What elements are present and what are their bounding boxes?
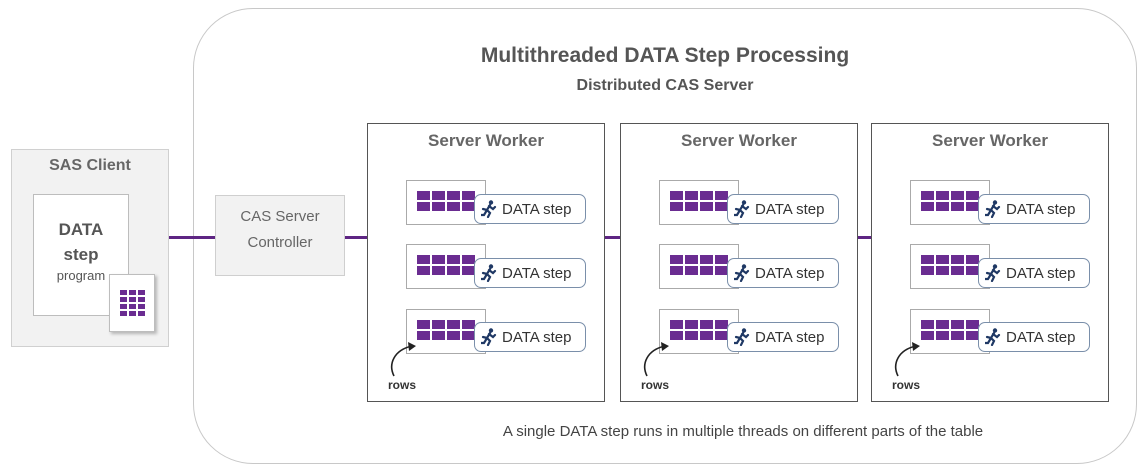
data-step-label: DATA step [755, 264, 825, 282]
table-partition [659, 180, 739, 225]
running-figure-icon [734, 328, 750, 346]
running-figure-icon [985, 328, 1001, 346]
controller-label-line1: CAS Server [240, 208, 320, 225]
table-partition [406, 309, 486, 354]
diagram-title: Multithreaded DATA Step Processing [480, 44, 850, 67]
sas-client-label: SAS Client [49, 157, 131, 174]
cas-controller-box [215, 195, 345, 276]
table-partition [659, 309, 739, 354]
running-figure-icon [985, 200, 1001, 218]
running-figure-icon [734, 200, 750, 218]
table-grid-icon [417, 320, 475, 340]
table-partition [910, 180, 990, 225]
table-partition [659, 244, 739, 289]
server-worker-box: Server Worker DATA step DATA step DATA s… [620, 123, 858, 402]
curved-arrow-icon [643, 342, 669, 377]
data-step-label: DATA step [1006, 328, 1076, 346]
table-grid-icon [417, 255, 475, 275]
worker-title: Server Worker [932, 131, 1048, 150]
table-grid-icon [417, 191, 475, 211]
table-grid-icon [670, 191, 728, 211]
data-step-label: DATA step [755, 328, 825, 346]
diagram-footer-caption: A single DATA step runs in multiple thre… [502, 423, 984, 440]
table-partition [910, 309, 990, 354]
data-step-thread: DATA step [474, 194, 586, 224]
rows-label: rows [388, 378, 417, 392]
table-grid-icon [921, 191, 979, 211]
rows-label: rows [641, 378, 670, 392]
data-step-label: DATA step [502, 328, 572, 346]
running-figure-icon [481, 200, 497, 218]
data-step-thread: DATA step [978, 322, 1090, 352]
running-figure-icon [481, 328, 497, 346]
controller-worker-connector [345, 236, 368, 239]
running-figure-icon [734, 264, 750, 282]
data-step-label: DATA step [1006, 200, 1076, 218]
program-label-line2: step [63, 245, 99, 264]
table-grid-icon [109, 274, 155, 332]
data-step-thread: DATA step [474, 322, 586, 352]
data-step-thread: DATA step [727, 194, 839, 224]
running-figure-icon [481, 264, 497, 282]
table-grid-icon [670, 255, 728, 275]
table-grid-icon [670, 320, 728, 340]
data-step-label: DATA step [755, 200, 825, 218]
data-step-thread: DATA step [978, 258, 1090, 288]
diagram-subtitle: Distributed CAS Server [576, 77, 754, 94]
worker-title: Server Worker [428, 131, 544, 150]
table-grid-icon [921, 255, 979, 275]
rows-label: rows [892, 378, 921, 392]
curved-arrow-icon [894, 342, 920, 377]
client-controller-connector [129, 236, 215, 239]
table-partition [910, 244, 990, 289]
running-figure-icon [985, 264, 1001, 282]
server-worker-box: Server Worker DATA step DATA step DATA s… [367, 123, 605, 402]
worker-title: Server Worker [681, 131, 797, 150]
data-step-label: DATA step [1006, 264, 1076, 282]
program-label-line1: DATA [58, 220, 104, 239]
table-partition [406, 180, 486, 225]
worker-worker-connector-2 [858, 236, 872, 239]
data-step-thread: DATA step [474, 258, 586, 288]
controller-label-line2: Controller [247, 234, 313, 251]
server-worker-box: Server Worker DATA step DATA step DATA s… [871, 123, 1109, 402]
table-grid-icon [921, 320, 979, 340]
worker-worker-connector-1 [604, 236, 622, 239]
data-step-label: DATA step [502, 200, 572, 218]
data-step-thread: DATA step [978, 194, 1090, 224]
program-label-line3: program [56, 268, 106, 283]
data-step-label: DATA step [502, 264, 572, 282]
data-step-thread: DATA step [727, 258, 839, 288]
curved-arrow-icon [390, 342, 416, 377]
data-step-thread: DATA step [727, 322, 839, 352]
